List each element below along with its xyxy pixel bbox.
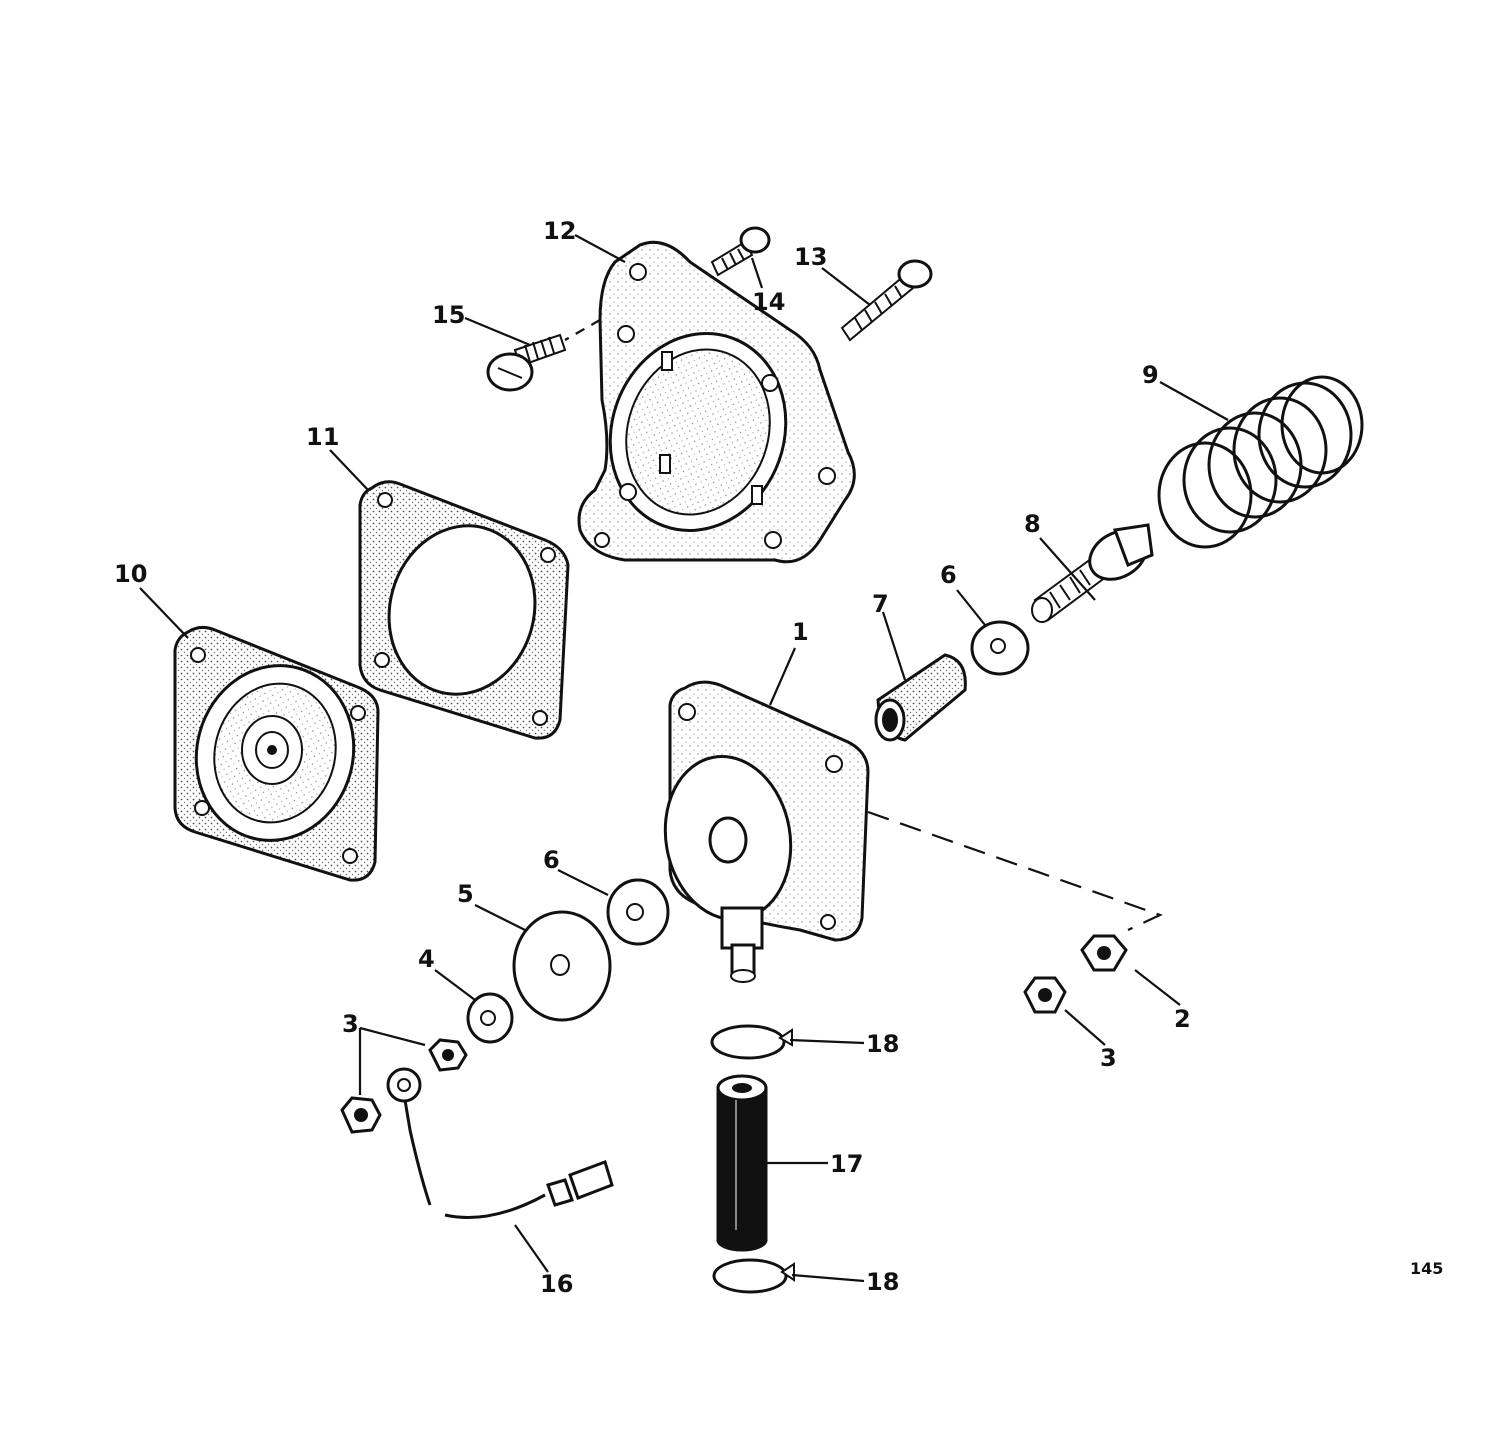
figure-number: 145: [1410, 1259, 1443, 1278]
washer-part-6-upper: [970, 620, 1030, 676]
callout-10: 10: [114, 560, 147, 588]
callout-15: 15: [432, 301, 465, 329]
nut-part-2: [1080, 934, 1128, 972]
callout-6: 6: [940, 561, 957, 589]
screw-part-14: [710, 226, 771, 277]
hose-clamp-part-18-upper: [710, 1024, 793, 1060]
callout-5: 5: [457, 880, 474, 908]
callout-3: 3: [1100, 1044, 1117, 1072]
callout-9: 9: [1142, 361, 1159, 389]
plate-part-5: [512, 910, 612, 1022]
assembly-dashed-line-cover: [564, 319, 601, 341]
gasket-part-11: [358, 480, 570, 740]
callout-14: 14: [752, 288, 785, 316]
spring-part-9: [1157, 375, 1364, 549]
callout-2: 2: [1174, 1005, 1191, 1033]
callout-1: 1: [792, 618, 809, 646]
diaphragm-part-10: [173, 625, 380, 882]
nut-part-3-lower-left: [340, 1096, 382, 1134]
callout-8: 8: [1024, 510, 1041, 538]
callout-6: 6: [543, 846, 560, 874]
callout-17: 17: [830, 1150, 863, 1178]
ground-wire-part-16: [386, 1067, 614, 1219]
callout-16: 16: [540, 1270, 573, 1298]
callout-4: 4: [418, 945, 435, 973]
bolt-part-8: [1031, 523, 1154, 623]
screw-part-15: [486, 333, 567, 392]
housing-cover-part-12: [577, 240, 856, 564]
callout-12: 12: [543, 217, 576, 245]
pump-body-part-1: [663, 680, 870, 983]
screw-part-13: [840, 259, 933, 342]
washer-part-6-lower: [606, 878, 670, 946]
callout-7: 7: [872, 590, 889, 618]
nut-part-3-upper-left: [428, 1038, 468, 1072]
washer-part-4: [466, 992, 514, 1044]
callout-labels: 1 2 3 3 4 5 6 6 7 8 9 10 11 12 13 14 15 …: [114, 217, 1443, 1298]
hose-clamp-part-18-lower: [712, 1258, 795, 1294]
callout-18: 18: [866, 1268, 899, 1296]
sleeve-part-7: [874, 653, 967, 742]
nut-part-3-right: [1023, 976, 1067, 1014]
assembly-dashed-line: [867, 810, 1163, 931]
callout-3: 3: [342, 1010, 359, 1038]
leader-lines: [139, 234, 1229, 1283]
hose-part-17: [716, 1074, 768, 1252]
callout-11: 11: [306, 423, 339, 451]
callout-18: 18: [866, 1030, 899, 1058]
callout-13: 13: [794, 243, 827, 271]
